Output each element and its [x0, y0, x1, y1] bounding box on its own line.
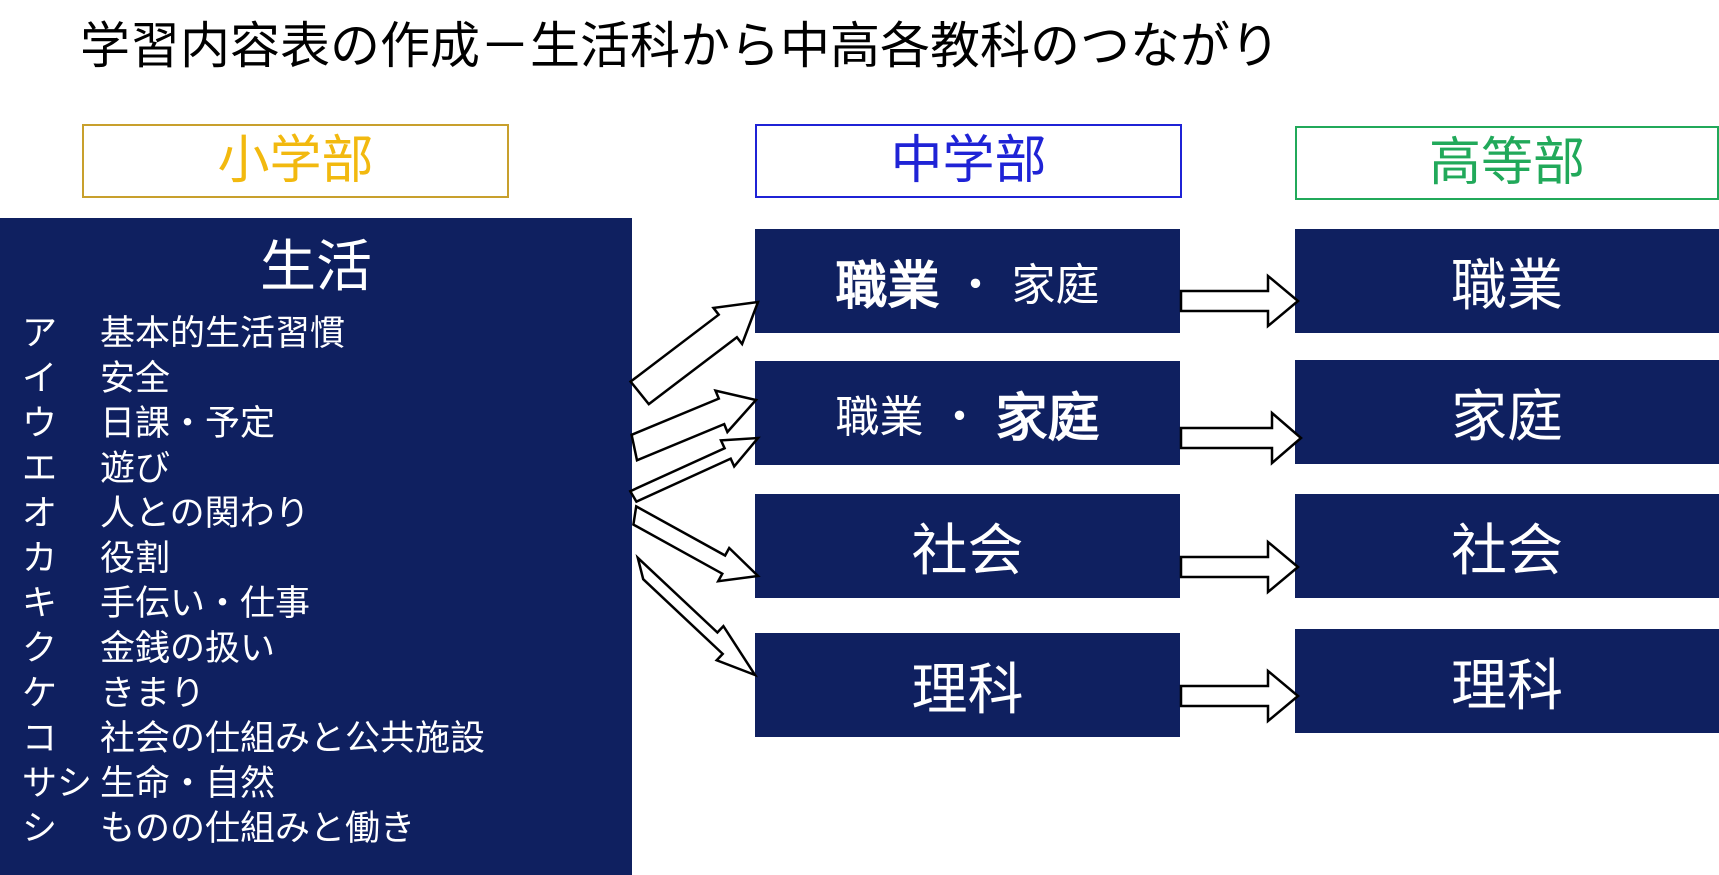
middle-social-label: 社会: [911, 518, 1024, 584]
high-science-box: 理科: [1295, 629, 1719, 733]
life-item-key: キ: [22, 584, 58, 624]
life-item-key: ケ: [22, 674, 58, 714]
high-science-label: 理科: [1451, 653, 1563, 719]
header-elementary: 小学部: [82, 124, 509, 198]
life-item-key: イ: [22, 359, 58, 399]
high-social-label: 社会: [1451, 518, 1563, 584]
life-item: カ 役割: [22, 533, 485, 579]
arrow-middle-to-high-2: [1179, 410, 1303, 466]
life-item: エ 遊び: [22, 443, 485, 489]
middle-science-box: 理科: [755, 633, 1180, 737]
middle-box1-vocational: 職業: [835, 256, 940, 317]
arrow-middle-to-high-1: [1179, 273, 1300, 329]
life-item-key: コ: [22, 719, 58, 759]
header-middle: 中学部: [755, 124, 1182, 198]
arrow-middle-to-high-3: [1179, 539, 1300, 595]
high-vocational-box: 職業: [1295, 229, 1719, 333]
high-social-box: 社会: [1295, 494, 1719, 598]
high-home-label: 家庭: [1451, 384, 1563, 450]
middle-box2-home: 家庭: [995, 388, 1100, 449]
life-item-text: 役割: [100, 539, 171, 579]
arrow-life-to-middle-2b: [628, 436, 761, 504]
life-item-text: 安全: [100, 359, 171, 399]
life-item: ケ きまり: [22, 668, 485, 714]
life-item-key: カ: [22, 539, 58, 579]
life-item-key: オ: [22, 494, 58, 534]
life-item: ク 金銭の扱い: [22, 623, 485, 669]
arrow-life-to-middle-1: [628, 300, 760, 406]
header-high-label: 高等部: [1428, 133, 1585, 193]
arrow-life-to-middle-3: [632, 504, 761, 583]
header-high: 高等部: [1295, 126, 1719, 200]
life-item-key: シ: [22, 809, 58, 849]
arrow-middle-to-high-4: [1179, 668, 1300, 724]
life-title: 生活: [260, 235, 372, 300]
life-panel: 生活 ア 基本的生活習慣 イ 安全 ウ 日課・予定 エ 遊び オ 人との関わり …: [0, 218, 632, 875]
life-item-key: ウ: [22, 404, 58, 444]
life-item-key: エ: [22, 449, 58, 489]
life-item-key: ク: [22, 629, 58, 669]
middle-box2-vocational: 職業: [835, 392, 924, 443]
arrow-life-to-middle-4: [635, 553, 759, 678]
life-item-text: 遊び: [100, 449, 171, 489]
life-item-text: ものの仕組みと働き: [100, 809, 416, 849]
page-title: 学習内容表の作成－生活科から中高各教科のつながり: [80, 17, 1280, 75]
life-item-key: サシ: [22, 764, 93, 804]
middle-science-label: 理科: [911, 657, 1024, 723]
life-item-text: 金銭の扱い: [100, 629, 276, 669]
middle-vocational-home-box-vocational-emphasis: 職業 ・ 家庭: [755, 229, 1180, 333]
life-item: ア 基本的生活習慣: [22, 308, 485, 354]
life-item-text: 手伝い・仕事: [100, 584, 311, 624]
high-home-box: 家庭: [1295, 360, 1719, 464]
middle-box1-separator: ・: [953, 260, 998, 311]
header-elementary-label: 小学部: [217, 131, 374, 191]
middle-box1-home: 家庭: [1011, 260, 1100, 311]
life-item: イ 安全: [22, 353, 485, 399]
header-middle-label: 中学部: [890, 131, 1047, 191]
life-item: オ 人との関わり: [22, 488, 485, 534]
life-item: シ ものの仕組みと働き: [22, 803, 485, 849]
life-item-list: ア 基本的生活習慣 イ 安全 ウ 日課・予定 エ 遊び オ 人との関わり カ 役…: [22, 308, 486, 849]
life-item-text: 日課・予定: [100, 404, 276, 444]
middle-vocational-home-box-home-emphasis: 職業 ・ 家庭: [755, 361, 1180, 465]
middle-social-box: 社会: [755, 494, 1180, 598]
life-item-key: ア: [22, 314, 58, 354]
life-item-text: 基本的生活習慣: [100, 314, 346, 354]
arrow-life-to-middle-2a: [630, 388, 759, 463]
life-item-text: 社会の仕組みと公共施設: [100, 719, 486, 759]
middle-box2-separator: ・: [937, 392, 982, 443]
life-item-text: 生命・自然: [100, 764, 276, 804]
life-item: ウ 日課・予定: [22, 398, 485, 444]
life-item: コ 社会の仕組みと公共施設: [22, 713, 486, 759]
life-item-text: 人との関わり: [100, 494, 310, 534]
life-item-text: きまり: [100, 674, 206, 714]
high-vocational-label: 職業: [1451, 253, 1563, 319]
life-item: サシ 生命・自然: [22, 758, 485, 804]
life-item: キ 手伝い・仕事: [22, 578, 485, 624]
